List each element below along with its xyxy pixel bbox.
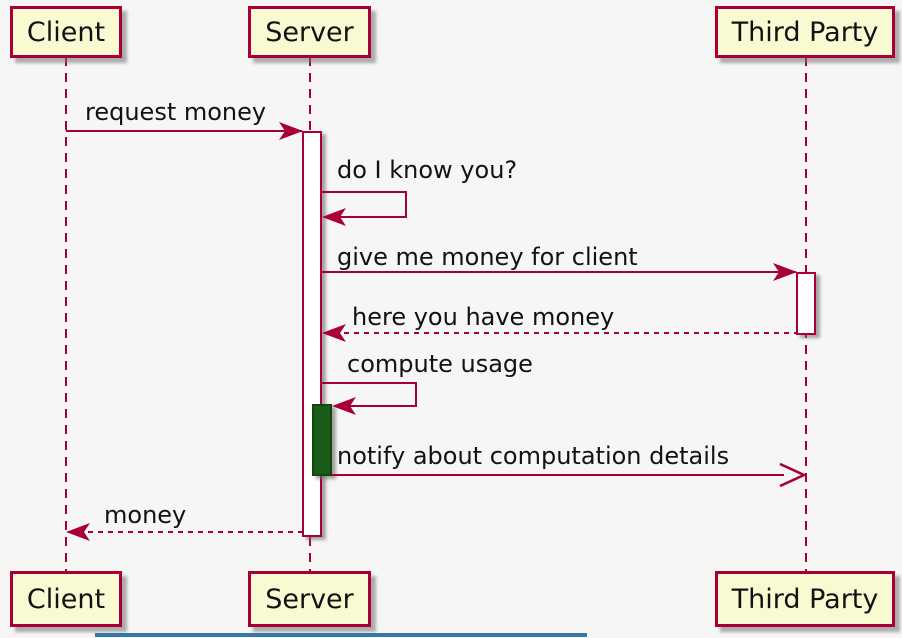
message-label-notify-details: notify about computation details bbox=[337, 442, 730, 470]
message-label-do-i-know-you: do I know you? bbox=[337, 156, 518, 184]
activation-bar-server bbox=[302, 131, 322, 537]
participant-box-third-party-top: Third Party bbox=[715, 6, 895, 58]
message-line-request-money bbox=[66, 130, 302, 132]
participant-label: Third Party bbox=[731, 16, 879, 48]
self-message-right-line bbox=[405, 191, 407, 218]
arrowhead-filled-left-icon bbox=[322, 208, 346, 226]
participant-label: Client bbox=[26, 16, 106, 48]
participant-box-client-top: Client bbox=[10, 6, 122, 58]
activation-bar-server-green bbox=[312, 404, 332, 476]
participant-box-server-bottom: Server bbox=[248, 571, 371, 627]
participant-box-server-top: Server bbox=[248, 6, 371, 58]
bottom-progress-bar bbox=[95, 633, 587, 637]
participant-label: Server bbox=[265, 16, 354, 48]
activation-bar-third-party bbox=[796, 272, 816, 335]
arrowhead-filled-right-icon bbox=[773, 263, 797, 281]
message-line-here-you-have-money bbox=[324, 332, 796, 334]
participant-box-client-bottom: Client bbox=[10, 571, 122, 627]
lifeline-client bbox=[65, 57, 67, 572]
self-message-top-line bbox=[322, 382, 417, 384]
self-message-bottom-line bbox=[336, 405, 417, 407]
participant-label: Server bbox=[265, 583, 354, 615]
self-message-top-line bbox=[322, 191, 407, 193]
arrowhead-filled-left-icon bbox=[322, 324, 346, 342]
self-message-right-line bbox=[415, 382, 417, 407]
self-message-bottom-line bbox=[326, 216, 407, 218]
arrowhead-filled-left-icon bbox=[66, 523, 90, 541]
participant-box-third-party-bottom: Third Party bbox=[715, 571, 895, 627]
message-label-give-me-money: give me money for client bbox=[337, 243, 638, 271]
message-label-request-money: request money bbox=[85, 98, 267, 126]
participant-label: Client bbox=[26, 583, 106, 615]
message-label-here-you-have-money: here you have money bbox=[352, 303, 615, 331]
message-line-money bbox=[68, 531, 302, 533]
arrowhead-open-right-icon bbox=[779, 463, 805, 487]
message-line-give-me-money bbox=[322, 271, 796, 273]
message-label-money: money bbox=[104, 501, 187, 529]
participant-label: Third Party bbox=[731, 583, 879, 615]
message-line-notify-details bbox=[332, 474, 784, 476]
arrowhead-filled-right-icon bbox=[279, 122, 303, 140]
arrowhead-filled-left-icon bbox=[332, 397, 356, 415]
message-label-compute-usage: compute usage bbox=[347, 350, 533, 378]
